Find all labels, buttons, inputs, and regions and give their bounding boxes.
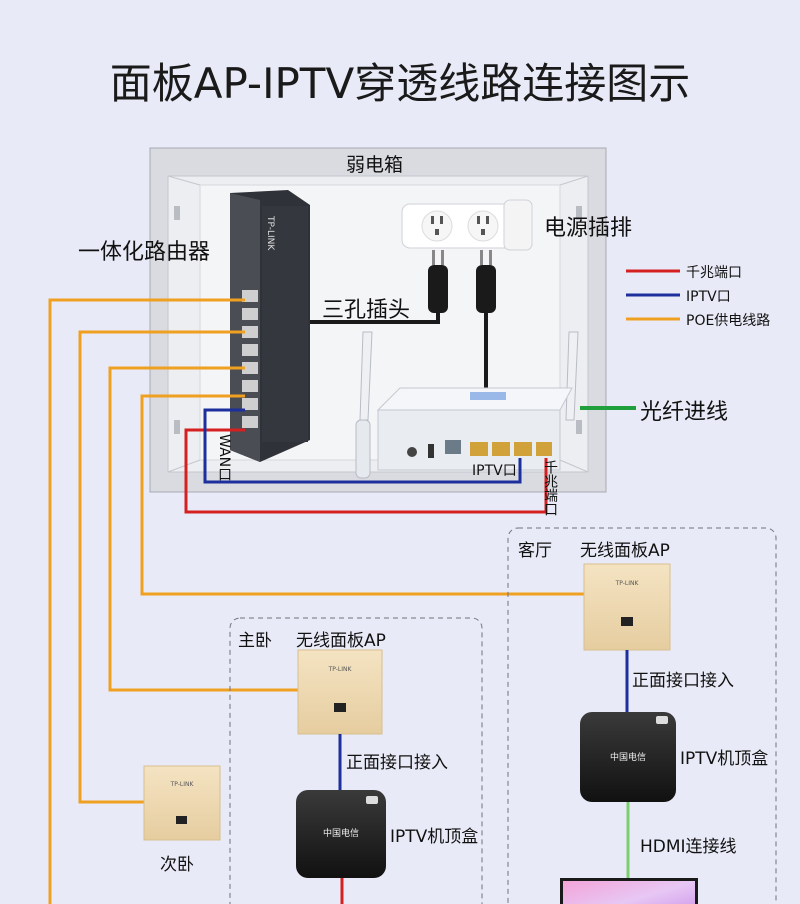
legend-poe: POE供电线路 (686, 313, 771, 329)
power-strip (401, 199, 533, 251)
legend-lines (626, 269, 680, 321)
master-bedroom-stb: 中国电信 (296, 790, 386, 878)
modem-gigabit-port-label: 千兆端口 (542, 460, 558, 516)
iptv-cable (203, 408, 522, 484)
living-room-title: 客厅 (518, 541, 552, 561)
hdmi-label: HDMI连接线 (640, 837, 737, 857)
television (560, 878, 698, 904)
cabinet-label: 弱电箱 (346, 154, 404, 176)
page-title: 面板AP-IPTV穿透线路连接图示 (109, 59, 691, 108)
fiber-label: 光纤进线 (640, 400, 729, 425)
svg-text:中国电信: 中国电信 (610, 751, 646, 763)
router-label: 一体化路由器 (78, 240, 211, 265)
living-room-stb-label: IPTV机顶盒 (680, 749, 769, 769)
legend-iptv: IPTV口 (686, 289, 731, 305)
second-bedroom-ap: TP-LINK (143, 765, 221, 841)
living-room-ap: TP-LINK (583, 563, 671, 651)
master-bedroom-title: 主卧 (238, 631, 272, 651)
master-bedroom-front-port-label: 正面接口接入 (346, 753, 448, 773)
svg-text:TP-LINK: TP-LINK (615, 580, 640, 587)
second-bedroom-label: 次卧 (160, 855, 194, 875)
router-brand: TP-LINK (265, 215, 275, 251)
poe-cable-extra (48, 298, 245, 904)
legend-gigabit: 千兆端口 (686, 265, 742, 281)
poe-cable-second-bedroom (78, 330, 245, 804)
master-bedroom-stb-label: IPTV机顶盒 (390, 827, 479, 847)
three-pin-plugs (310, 250, 496, 390)
svg-text:TP-LINK: TP-LINK (328, 666, 353, 673)
master-bedroom-box (229, 617, 483, 904)
svg-text:中国电信: 中国电信 (323, 827, 359, 839)
living-room-front-port-label: 正面接口接入 (632, 671, 734, 691)
plug-label: 三孔插头 (322, 298, 411, 323)
integrated-router: TP-LINK (230, 190, 310, 462)
router-ports (242, 290, 258, 428)
master-bedroom-ap: TP-LINK (297, 649, 383, 735)
living-room-stb: 中国电信 (580, 712, 676, 802)
wan-port-label: WAN口 (216, 434, 232, 482)
modem-iptv-port-label: IPTV口 (472, 463, 517, 479)
poe-cable-master-bedroom (108, 366, 298, 692)
optical-modem (355, 331, 579, 479)
poe-cable-living-room (140, 394, 584, 596)
master-bedroom-ap-label: 无线面板AP (296, 631, 386, 651)
living-room-ap-label: 无线面板AP (580, 541, 670, 561)
power-strip-label: 电源插排 (544, 216, 633, 241)
modem-gigabit-ports (470, 442, 552, 456)
router-cables (48, 298, 584, 904)
svg-text:TP-LINK: TP-LINK (170, 781, 195, 788)
